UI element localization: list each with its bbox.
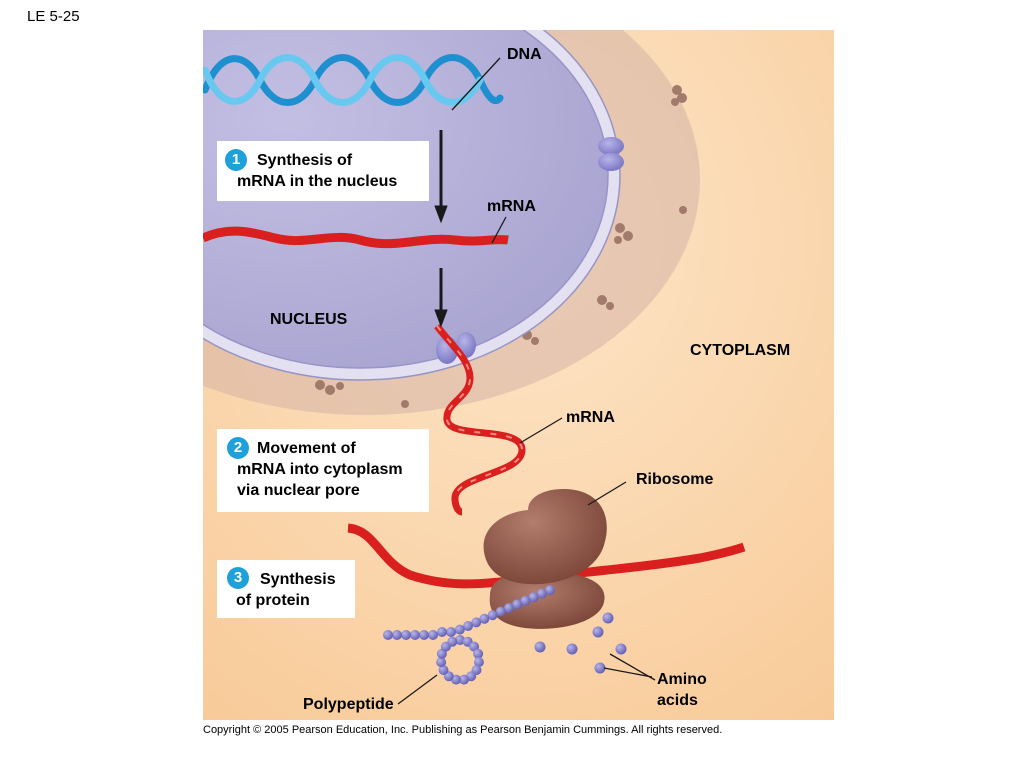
ribosome: [483, 489, 607, 629]
amino-acid-bead: [545, 585, 555, 595]
ribosome-label: Ribosome: [636, 471, 714, 488]
polypeptide-label: Polypeptide: [303, 696, 394, 713]
amino-acid-bead: [454, 624, 465, 635]
amino-acid-bead: [479, 613, 490, 624]
amino-acid-bead: [436, 657, 447, 668]
amino-acid-bead: [487, 610, 498, 621]
dna-label: DNA: [507, 46, 542, 63]
amino-acid-bead: [512, 599, 523, 610]
amino-acid-bead: [410, 630, 420, 640]
copyright-notice: Copyright © 2005 Pearson Education, Inc.…: [203, 724, 723, 736]
amino-acid-bead: [447, 636, 458, 647]
amino-acid-bead: [463, 621, 473, 631]
step-3-text: Synthesis of protein: [236, 571, 336, 609]
mrna-nucleus-label: mRNA: [487, 198, 536, 215]
step-1-badge: 1: [225, 149, 247, 171]
amino-acid-bead: [383, 630, 393, 640]
figure-label: LE 5-25: [27, 8, 80, 25]
amino-acid-bead: [392, 630, 402, 640]
amino-acid-bead: [615, 643, 627, 655]
step-2-badge: 2: [227, 437, 249, 459]
amino-acid-bead: [446, 627, 456, 637]
amino-acid-bead: [528, 592, 539, 603]
nucleus-label: NUCLEUS: [270, 311, 348, 328]
amino-acid-bead: [594, 662, 606, 674]
amino-acid-bead: [471, 617, 482, 628]
amino-acid-bead: [566, 643, 578, 655]
free-amino-acids: [534, 612, 627, 674]
step-3-box: 3 Synthesis of protein: [217, 560, 355, 618]
amino-acids-label: Amino acids: [657, 671, 707, 709]
dna-helix: [203, 54, 504, 106]
leader-lines: [397, 57, 656, 705]
mrna-cytoplasm-label: mRNA: [566, 409, 615, 426]
cytoplasm-label: CYTOPLASM: [690, 342, 791, 359]
amino-acid-bead: [459, 674, 469, 685]
amino-acid-bead: [428, 630, 438, 640]
amino-acid-bead: [602, 612, 614, 624]
amino-acid-bead: [536, 588, 547, 599]
amino-acid-bead: [438, 665, 449, 675]
amino-acid-bead: [520, 595, 531, 606]
amino-acid-bead: [504, 603, 514, 613]
amino-acid-bead: [401, 630, 411, 640]
er-granules: [315, 85, 687, 408]
amino-acid-bead: [592, 626, 604, 638]
step-3-badge: 3: [227, 567, 249, 589]
amino-acid-bead: [437, 627, 447, 637]
mrna-strand-nucleus: [203, 226, 509, 249]
amino-acid-bead: [534, 641, 546, 653]
polypeptide-chain: [383, 585, 555, 685]
amino-acid-bead: [495, 606, 506, 617]
step-1-text: Synthesis of mRNA in the nucleus: [237, 152, 398, 190]
amino-acid-bead: [455, 635, 465, 645]
step-1-box: 1 Synthesis of mRNA in the nucleus: [217, 141, 429, 201]
process-arrows: [434, 130, 448, 328]
amino-acid-bead: [419, 630, 429, 640]
step-2-text: Movement of mRNA into cytoplasm via nucl…: [237, 440, 403, 499]
step-2-box: 2 Movement of mRNA into cytoplasm via nu…: [217, 429, 429, 512]
amino-acid-bead: [473, 648, 484, 659]
amino-acid-bead: [473, 657, 484, 668]
nuclear-pore-upper: [598, 137, 624, 171]
